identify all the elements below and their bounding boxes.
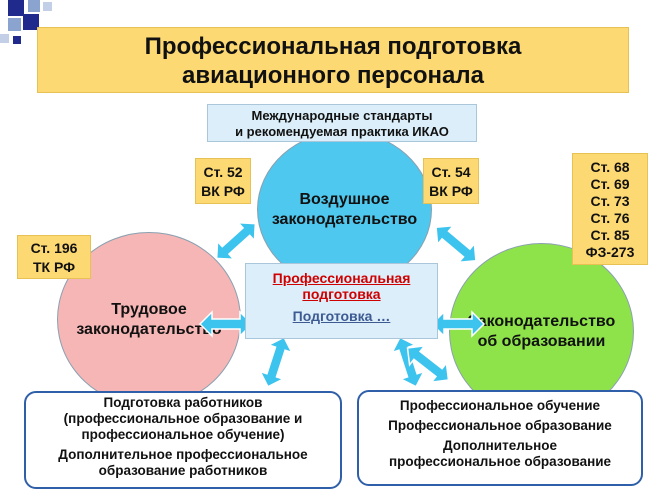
arrow-center-bottom-left xyxy=(255,332,297,392)
training-link[interactable]: Подготовка … xyxy=(292,308,391,324)
fz273-line: Ст. 85 xyxy=(590,227,630,243)
article-196-line-2: ТК РФ xyxy=(32,259,76,275)
article-54-box: Ст. 54 ВК РФ xyxy=(423,158,479,204)
air-legislation-line-2: законодательство xyxy=(271,210,418,228)
title-line-1: Профессиональная подготовка xyxy=(144,33,522,60)
employee-training-line-5: образование работников xyxy=(98,463,268,478)
fz273-line: Ст. 69 xyxy=(590,176,630,192)
corner-square xyxy=(0,34,9,43)
labor-legislation-line-1: Трудовое xyxy=(111,300,187,318)
corner-square xyxy=(28,0,40,12)
icao-line-2: и рекомендуемая практика ИКАО xyxy=(235,124,449,139)
employee-training-line-2: (профессиональное образование и xyxy=(63,411,303,426)
professional-training-line-2: подготовка xyxy=(302,286,381,302)
corner-square xyxy=(8,0,24,16)
professional-training-box: Профессиональная подготовка Подготовка … xyxy=(245,263,438,339)
article-54-line-1: Ст. 54 xyxy=(431,164,471,180)
arrow-air-labor xyxy=(207,213,265,269)
icao-standards-box: Международные стандарты и рекомендуемая … xyxy=(207,104,477,142)
article-52-line-1: Ст. 52 xyxy=(203,164,243,180)
fz273-line: ФЗ-273 xyxy=(585,244,635,260)
air-legislation-line-1: Воздушное xyxy=(299,190,390,208)
icao-line-1: Международные стандарты xyxy=(251,108,433,123)
labor-legislation-line-2: законодательство xyxy=(76,320,222,338)
education-legislation-line-2: об образовании xyxy=(477,332,606,350)
corner-square xyxy=(8,18,21,31)
article-196-line-1: Ст. 196 xyxy=(30,240,78,256)
fz273-line: Ст. 73 xyxy=(590,193,630,209)
fz273-articles-box: Ст. 68 Ст. 69 Ст. 73 Ст. 76 Ст. 85 ФЗ-27… xyxy=(572,153,648,265)
employee-training-box: Подготовка работников (профессиональное … xyxy=(24,391,342,489)
corner-square xyxy=(13,36,21,44)
education-types-box: Профессиональное обучение Профессиональн… xyxy=(357,390,643,486)
education-legislation-line-1: Законодательство xyxy=(467,312,616,330)
article-196-box: Ст. 196 ТК РФ xyxy=(17,235,91,279)
professional-training-link[interactable]: Профессиональная подготовка xyxy=(246,270,437,302)
employee-training-line-3: профессиональное обучение) xyxy=(81,427,285,442)
page-title: Профессиональная подготовка авиационного… xyxy=(37,27,629,93)
fz273-line: Ст. 68 xyxy=(590,159,630,175)
corner-square xyxy=(43,2,52,11)
education-types-line-4: профессиональное образование xyxy=(388,454,612,469)
education-types-line-1: Профессиональное обучение xyxy=(399,398,601,413)
professional-training-line-1: Профессиональная xyxy=(272,270,411,286)
education-types-line-2: Профессиональное образование xyxy=(388,418,612,433)
employee-training-line-1: Подготовка работников xyxy=(103,395,263,410)
title-line-2: авиационного персонала xyxy=(182,62,484,89)
corner-square xyxy=(23,14,39,30)
article-52-line-2: ВК РФ xyxy=(201,183,245,199)
article-54-line-2: ВК РФ xyxy=(429,183,473,199)
arrow-center-education xyxy=(431,311,485,337)
article-52-box: Ст. 52 ВК РФ xyxy=(195,158,251,204)
education-types-line-3: Дополнительное xyxy=(442,438,558,453)
employee-training-line-4: Дополнительное профессиональное xyxy=(58,447,308,462)
fz273-line: Ст. 76 xyxy=(590,210,630,226)
